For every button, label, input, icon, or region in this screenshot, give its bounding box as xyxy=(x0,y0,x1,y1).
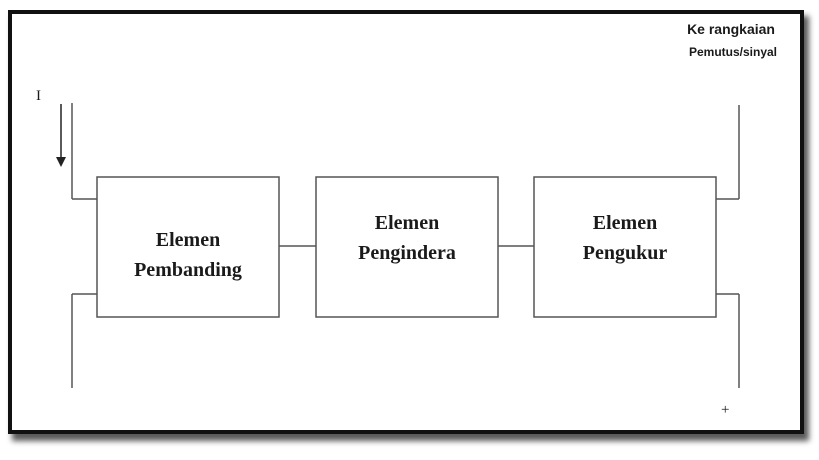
block-pengukur-label-2: Pengukur xyxy=(583,242,668,264)
current-label: I xyxy=(36,88,41,104)
output-label-line1: Ke rangkaian xyxy=(687,21,775,37)
block-pembanding-label-1: Elemen xyxy=(156,229,220,251)
block-pengindera-label-2: Pengindera xyxy=(358,242,456,264)
block-pengukur-label-1: Elemen xyxy=(593,212,657,234)
block-pengukur xyxy=(533,176,717,318)
block-pengindera-label-1: Elemen xyxy=(375,212,439,234)
current-arrow-icon xyxy=(56,104,66,167)
block-pembanding xyxy=(96,176,280,318)
plus-label: + xyxy=(721,402,729,418)
block-pengindera xyxy=(315,176,499,318)
block-pembanding-label-2: Pembanding xyxy=(134,259,242,281)
output-label-line2: Pemutus/sinyal xyxy=(689,45,777,59)
